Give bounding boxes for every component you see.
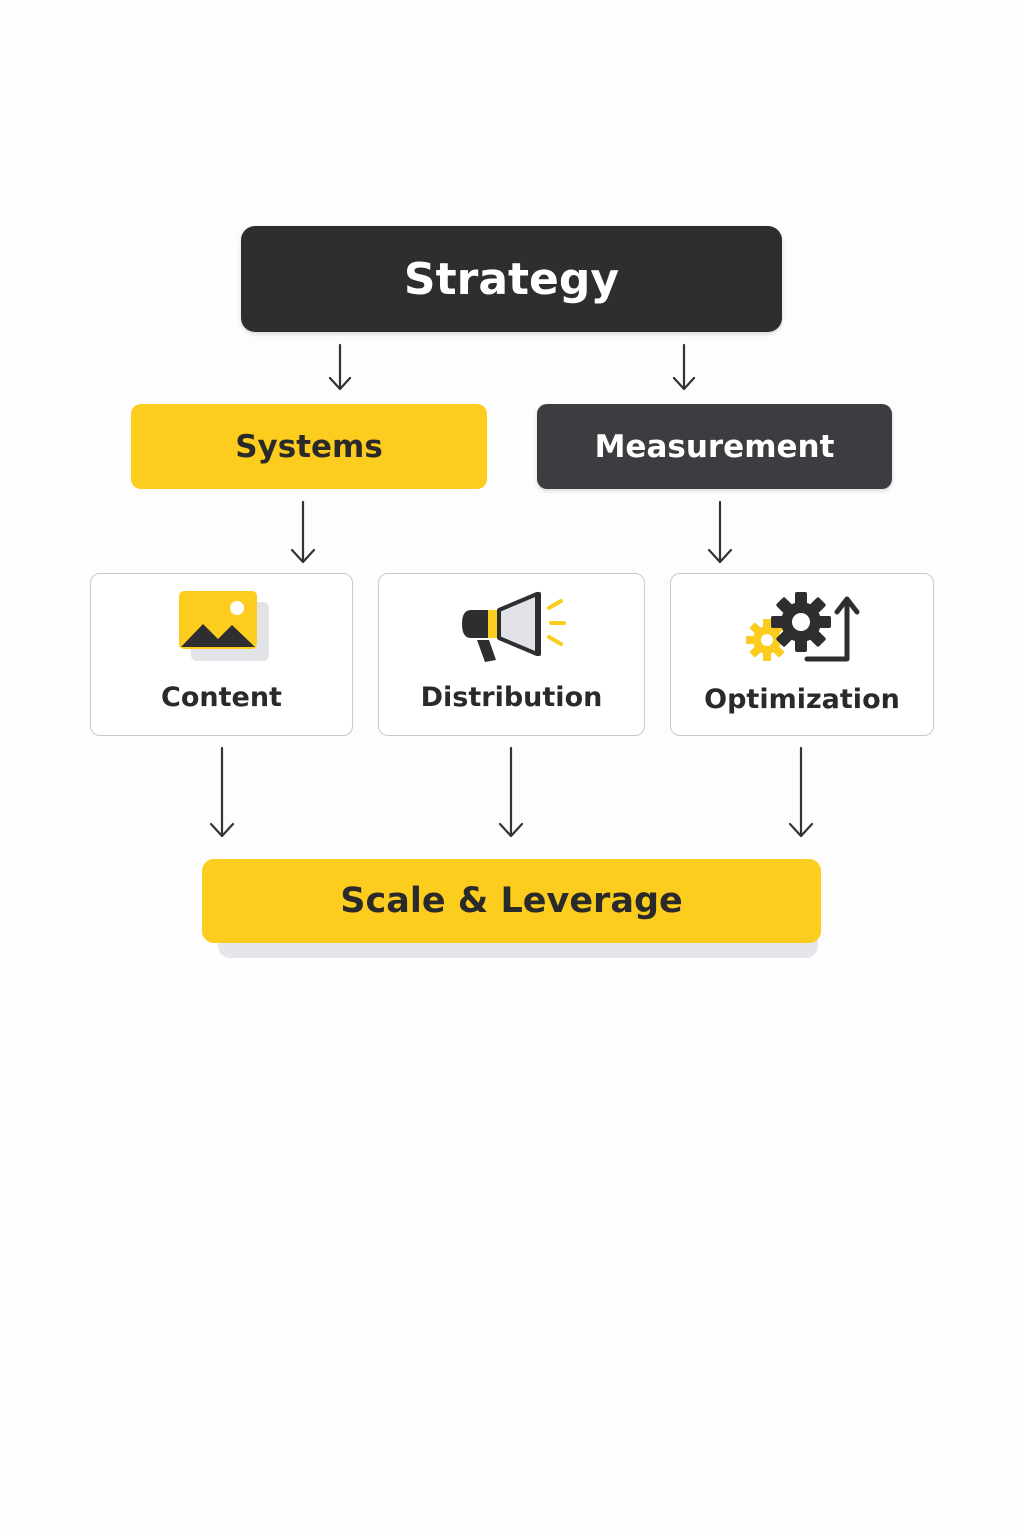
arrow-content-to-scale [209, 746, 235, 838]
content-card: Content [90, 573, 353, 736]
measurement-label: Measurement [594, 428, 835, 465]
scale-leverage-label: Scale & Leverage [340, 881, 683, 921]
distribution-card: Distribution [378, 573, 645, 736]
megaphone-icon [462, 592, 566, 662]
arrow-optimization-to-scale [788, 746, 814, 838]
content-label: Content [161, 682, 282, 713]
arrow-systems-to-cards [290, 500, 316, 564]
systems-label: Systems [235, 428, 383, 465]
optimization-card: Optimization [670, 573, 934, 736]
arrow-strategy-to-measurement [672, 343, 696, 391]
measurement-node: Measurement [537, 404, 892, 489]
distribution-label: Distribution [420, 682, 603, 713]
scale-leverage-node: Scale & Leverage [202, 859, 821, 943]
arrow-measurement-to-cards [707, 500, 733, 564]
arrow-strategy-to-systems [328, 343, 352, 391]
gears-growth-icon [746, 592, 860, 662]
strategy-node: Strategy [241, 226, 782, 332]
strategy-label: Strategy [403, 253, 620, 305]
systems-node: Systems [131, 404, 487, 489]
optimization-label: Optimization [704, 684, 900, 715]
image-icon [179, 591, 269, 661]
arrow-distribution-to-scale [498, 746, 524, 838]
